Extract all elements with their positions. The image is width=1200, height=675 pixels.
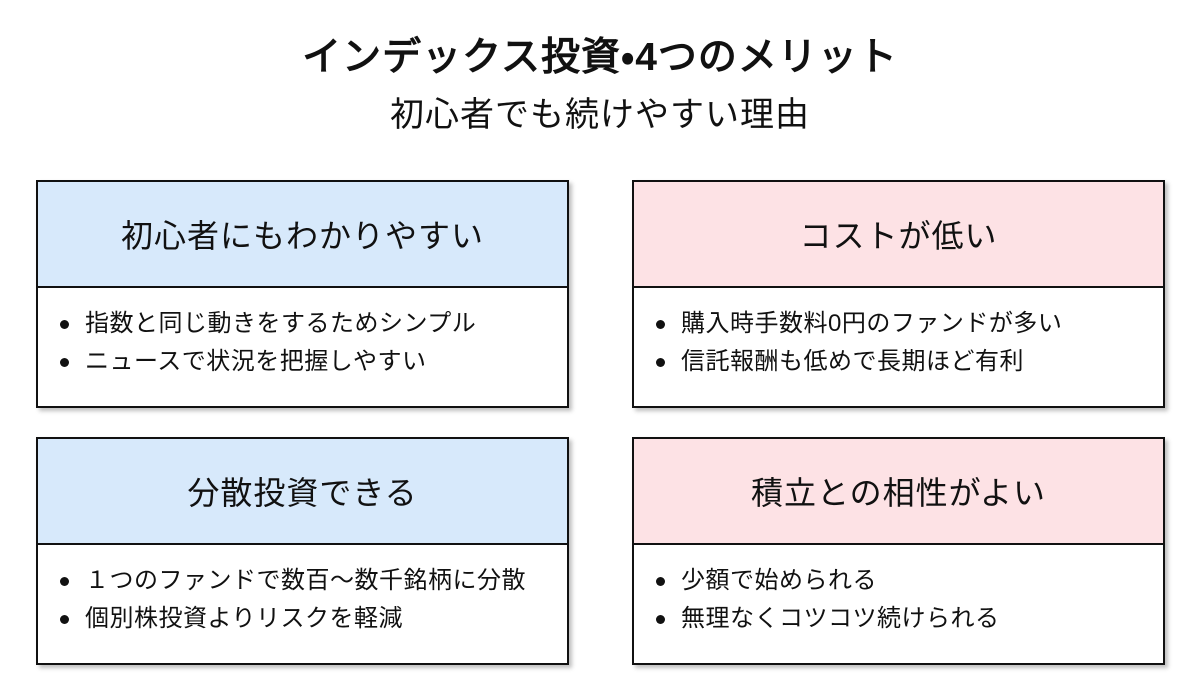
bullet-item: 購入時手数料0円のファンドが多い	[656, 305, 1149, 343]
merit-card-diversification: 分散投資できる １つのファンドで数百〜数千銘柄に分散 個別株投資よりリスクを軽減	[36, 437, 569, 665]
page-title: インデックス投資・4つのメリット	[302, 36, 898, 79]
bullet-item: 指数と同じ動きをするためシンプル	[60, 305, 553, 343]
card-header: 分散投資できる	[38, 439, 567, 545]
merit-card-easy-to-understand: 初心者にもわかりやすい 指数と同じ動きをするためシンプル ニュースで状況を把握し…	[36, 180, 569, 408]
card-body: 購入時手数料0円のファンドが多い 信託報酬も低めで長期ほど有利	[634, 288, 1163, 381]
page-subtitle: 初心者でも続けやすい理由	[390, 96, 810, 134]
bullet-item: 個別株投資よりリスクを軽減	[60, 600, 553, 638]
card-bullet-list: 指数と同じ動きをするためシンプル ニュースで状況を把握しやすい	[38, 305, 553, 381]
card-header: コストが低い	[634, 182, 1163, 288]
card-body: 指数と同じ動きをするためシンプル ニュースで状況を把握しやすい	[38, 288, 567, 381]
bullet-item: 信託報酬も低めで長期ほど有利	[656, 343, 1149, 381]
bullet-item: 無理なくコツコツ続けられる	[656, 600, 1149, 638]
card-header: 積立との相性がよい	[634, 439, 1163, 545]
bullet-item: ニュースで状況を把握しやすい	[60, 343, 553, 381]
merit-card-regular-saving: 積立との相性がよい 少額で始められる 無理なくコツコツ続けられる	[632, 437, 1165, 665]
card-bullet-list: 少額で始められる 無理なくコツコツ続けられる	[634, 562, 1149, 638]
card-body: 少額で始められる 無理なくコツコツ続けられる	[634, 545, 1163, 638]
card-body: １つのファンドで数百〜数千銘柄に分散 個別株投資よりリスクを軽減	[38, 545, 567, 638]
card-bullet-list: 購入時手数料0円のファンドが多い 信託報酬も低めで長期ほど有利	[634, 305, 1149, 381]
card-header: 初心者にもわかりやすい	[38, 182, 567, 288]
card-bullet-list: １つのファンドで数百〜数千銘柄に分散 個別株投資よりリスクを軽減	[38, 562, 553, 638]
bullet-item: 少額で始められる	[656, 562, 1149, 600]
bullet-item: １つのファンドで数百〜数千銘柄に分散	[60, 562, 553, 600]
merit-grid: 初心者にもわかりやすい 指数と同じ動きをするためシンプル ニュースで状況を把握し…	[36, 180, 1165, 665]
merit-card-low-cost: コストが低い 購入時手数料0円のファンドが多い 信託報酬も低めで長期ほど有利	[632, 180, 1165, 408]
